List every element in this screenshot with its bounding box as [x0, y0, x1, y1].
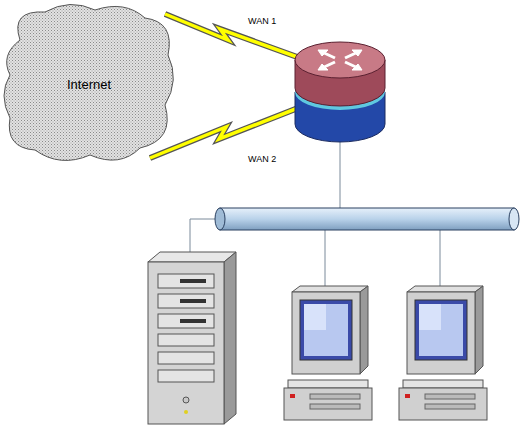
- desktop-pc: [284, 286, 372, 420]
- router-symbol: [295, 42, 385, 142]
- wan-link: [165, 14, 300, 58]
- link-label: WAN 1: [248, 16, 276, 26]
- node-label: Internet: [0, 77, 178, 92]
- wan-link: [150, 108, 298, 158]
- desktop-pc: [399, 286, 487, 420]
- server-tower: [148, 252, 236, 424]
- internet-cloud: Internet: [0, 0, 178, 168]
- network-bus: [215, 208, 519, 230]
- link-label: WAN 2: [248, 154, 276, 164]
